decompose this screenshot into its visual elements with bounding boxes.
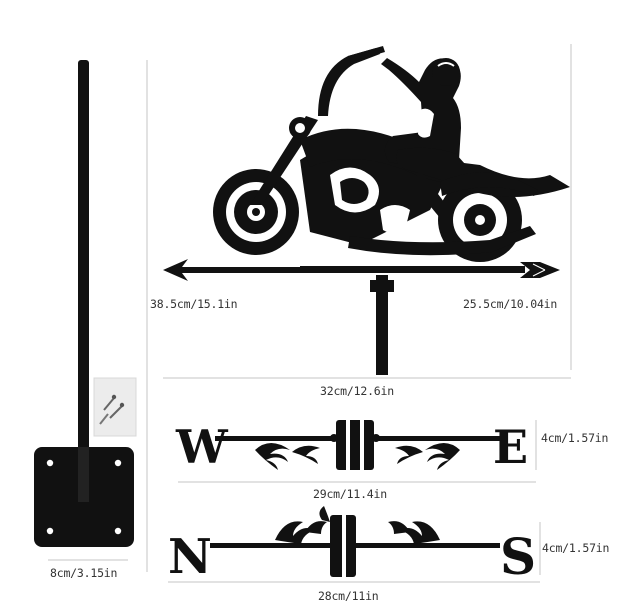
we-direction-bar: [215, 420, 500, 470]
ns-width-label: 28cm/11in: [318, 589, 379, 603]
we-width-label: 29cm/11.4in: [313, 487, 387, 501]
west-letter: W: [175, 420, 229, 474]
motorcycle-rider-icon: [163, 46, 570, 375]
base-plate: [34, 447, 134, 547]
east-letter: E: [493, 420, 528, 474]
screw-pack-icon: [93, 377, 137, 437]
north-letter: N: [168, 529, 212, 585]
figure-width-label: 32cm/12.6in: [320, 384, 394, 398]
ns-direction-bar: [210, 506, 500, 577]
figure-height-label: 25.5cm/10.04in: [463, 297, 558, 311]
south-letter: S: [500, 527, 536, 586]
base-width-label: 8cm/3.15in: [50, 566, 118, 580]
total-height-label: 38.5cm/15.1in: [150, 297, 238, 311]
dimension-guides: [48, 44, 572, 583]
ns-height-label: 4cm/1.57in: [542, 541, 610, 555]
mounting-pole: [78, 60, 89, 500]
we-height-label: 4cm/1.57in: [541, 431, 609, 445]
